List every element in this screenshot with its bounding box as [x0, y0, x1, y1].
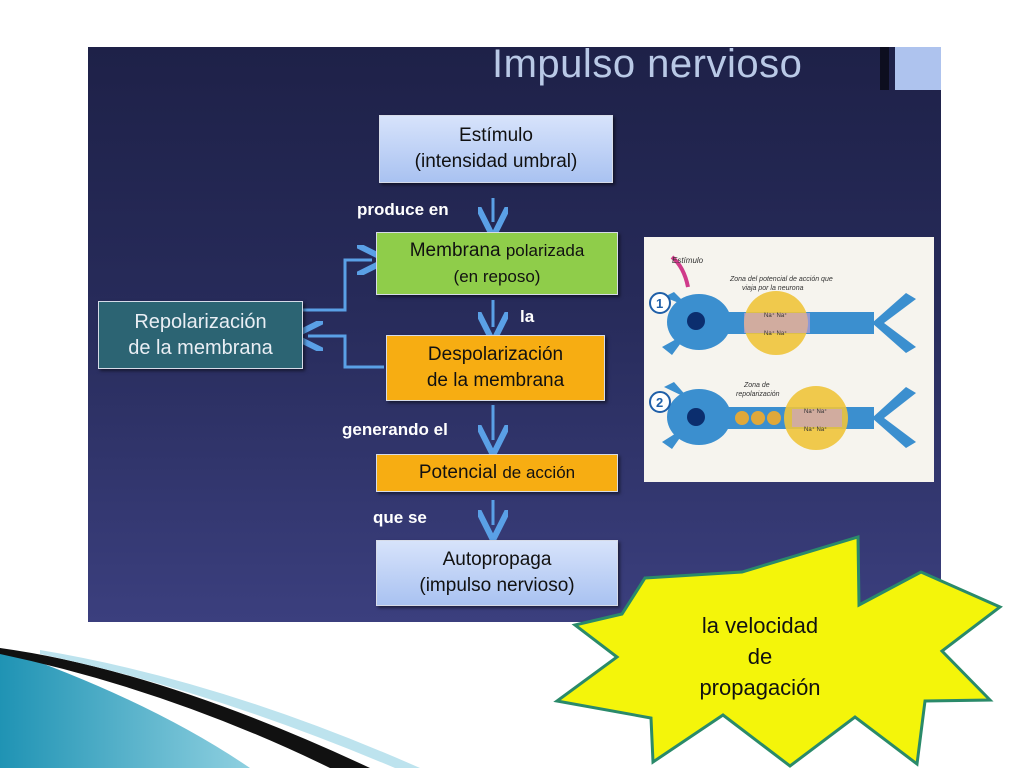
- callout-line3: propagación: [699, 675, 821, 700]
- slide-title: Impulso nervioso: [492, 42, 803, 86]
- despol-line1: Despolarización: [427, 344, 564, 365]
- neuron-2: 2 Zona de repolarización Na⁺ Na⁺ Na⁺ Na⁺: [649, 382, 916, 450]
- repol-line1: Repolarización: [134, 311, 267, 333]
- neuron-1: 1 Estímulo Zona del potencial de acción …: [649, 255, 916, 355]
- fig-zona-pot-1: Zona del potencial de acción que: [729, 276, 833, 283]
- box-potencial-accion: Potencial de acción: [376, 454, 618, 492]
- despol-line2: de la membrana: [426, 370, 565, 391]
- step-2-label: 2: [656, 395, 663, 410]
- label-generando-el: generando el: [342, 420, 448, 439]
- label-la: la: [520, 307, 535, 326]
- title-accent-light: [895, 47, 941, 90]
- fig-na-2: Na⁺ Na⁺: [764, 330, 787, 337]
- callout-line1: la velocidad: [701, 613, 819, 638]
- neuron-illustration: 1 Estímulo Zona del potencial de acción …: [644, 237, 934, 482]
- step-1-label: 1: [656, 296, 663, 311]
- callout-line2: de: [747, 644, 773, 669]
- box-membrana-polarizada: Membrana polarizada (en reposo): [376, 232, 618, 295]
- fig-estimulo-label: Estímulo: [672, 256, 704, 265]
- membrana-line1: Membrana polarizada: [410, 238, 585, 264]
- potencial-line1: Potencial de acción: [419, 460, 575, 486]
- fig-na-1: Na⁺ Na⁺: [764, 312, 787, 319]
- label-que-se: que se: [373, 508, 427, 527]
- fig-na-4: Na⁺ Na⁺: [804, 426, 827, 433]
- label-produce-en: produce en: [357, 200, 449, 219]
- box-estimulo: Estímulo (intensidad umbral): [379, 115, 613, 183]
- fig-na-3: Na⁺ Na⁺: [804, 408, 827, 415]
- potencial-line1b: de acción: [502, 463, 576, 482]
- box-despolarizacion: Despolarización de la membrana: [386, 335, 605, 401]
- autopropaga-line1: Autopropaga: [442, 549, 552, 570]
- title-accent-dark: [880, 47, 889, 90]
- membrana-line1a: Membrana: [409, 239, 506, 261]
- box-repolarizacion: Repolarización de la membrana: [98, 301, 303, 369]
- decorative-swoosh: [0, 648, 420, 768]
- arrow-repol-to-membrana: [303, 260, 372, 312]
- membrana-line2: (en reposo): [453, 266, 541, 286]
- starburst-shape: [553, 534, 1003, 768]
- callout-text: la velocidad de propagación: [660, 610, 860, 703]
- membrana-line1b: polarizada: [505, 240, 585, 260]
- fig-zona-pot-2: viaja por la neurona: [742, 285, 804, 292]
- repol-line2: de la membrana: [128, 337, 273, 359]
- neuron-drawing: 1 Estímulo Zona del potencial de acción …: [649, 255, 916, 450]
- fig-zona-repol-1: Zona de: [743, 382, 770, 389]
- fig-zona-repol-2: repolarización: [736, 391, 780, 398]
- estimulo-line1: Estímulo: [459, 125, 533, 146]
- potencial-line1a: Potencial: [418, 462, 503, 483]
- estimulo-line2: (intensidad umbral): [414, 151, 578, 172]
- box-autopropaga: Autopropaga (impulso nervioso): [376, 540, 618, 606]
- autopropaga-line2: (impulso nervioso): [419, 575, 575, 596]
- arrow-despol-to-repol: [308, 336, 384, 369]
